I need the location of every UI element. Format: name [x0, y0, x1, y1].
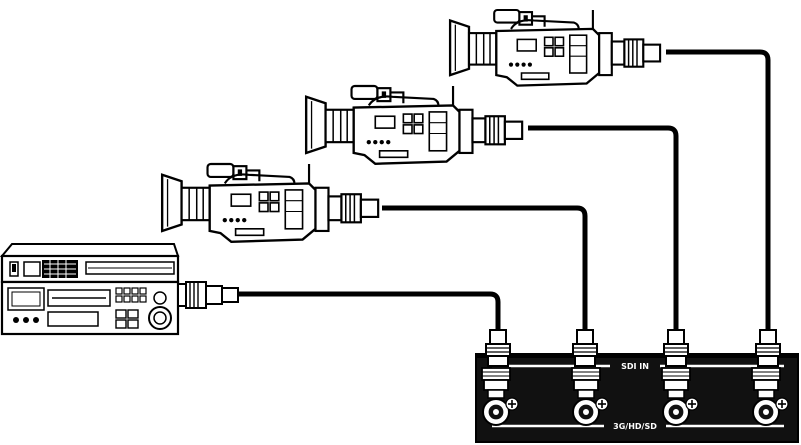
bnc-plug-2	[572, 329, 598, 367]
panel-bottom-label: 3G/HD/SD	[613, 422, 657, 431]
video-camera-icon	[304, 84, 524, 165]
bnc-plug-3	[663, 329, 689, 367]
cable-camera-1	[382, 205, 588, 338]
camera-2	[304, 84, 524, 165]
bnc-plug-4	[755, 329, 781, 367]
cable-camera-3	[666, 49, 771, 338]
cable-vtr	[238, 291, 501, 338]
cable-camera-2	[528, 125, 679, 338]
bnc-plug-1	[485, 329, 511, 367]
panel-top-label: SDI IN	[621, 362, 649, 371]
vtr-deck	[0, 243, 239, 336]
vtr-deck-icon	[0, 243, 239, 336]
video-camera-icon	[160, 162, 380, 243]
sdi-panel: SDI IN 3G/HD/SD	[475, 329, 799, 443]
camera-1	[160, 162, 380, 243]
video-camera-icon	[448, 8, 662, 87]
camera-3	[448, 8, 662, 87]
